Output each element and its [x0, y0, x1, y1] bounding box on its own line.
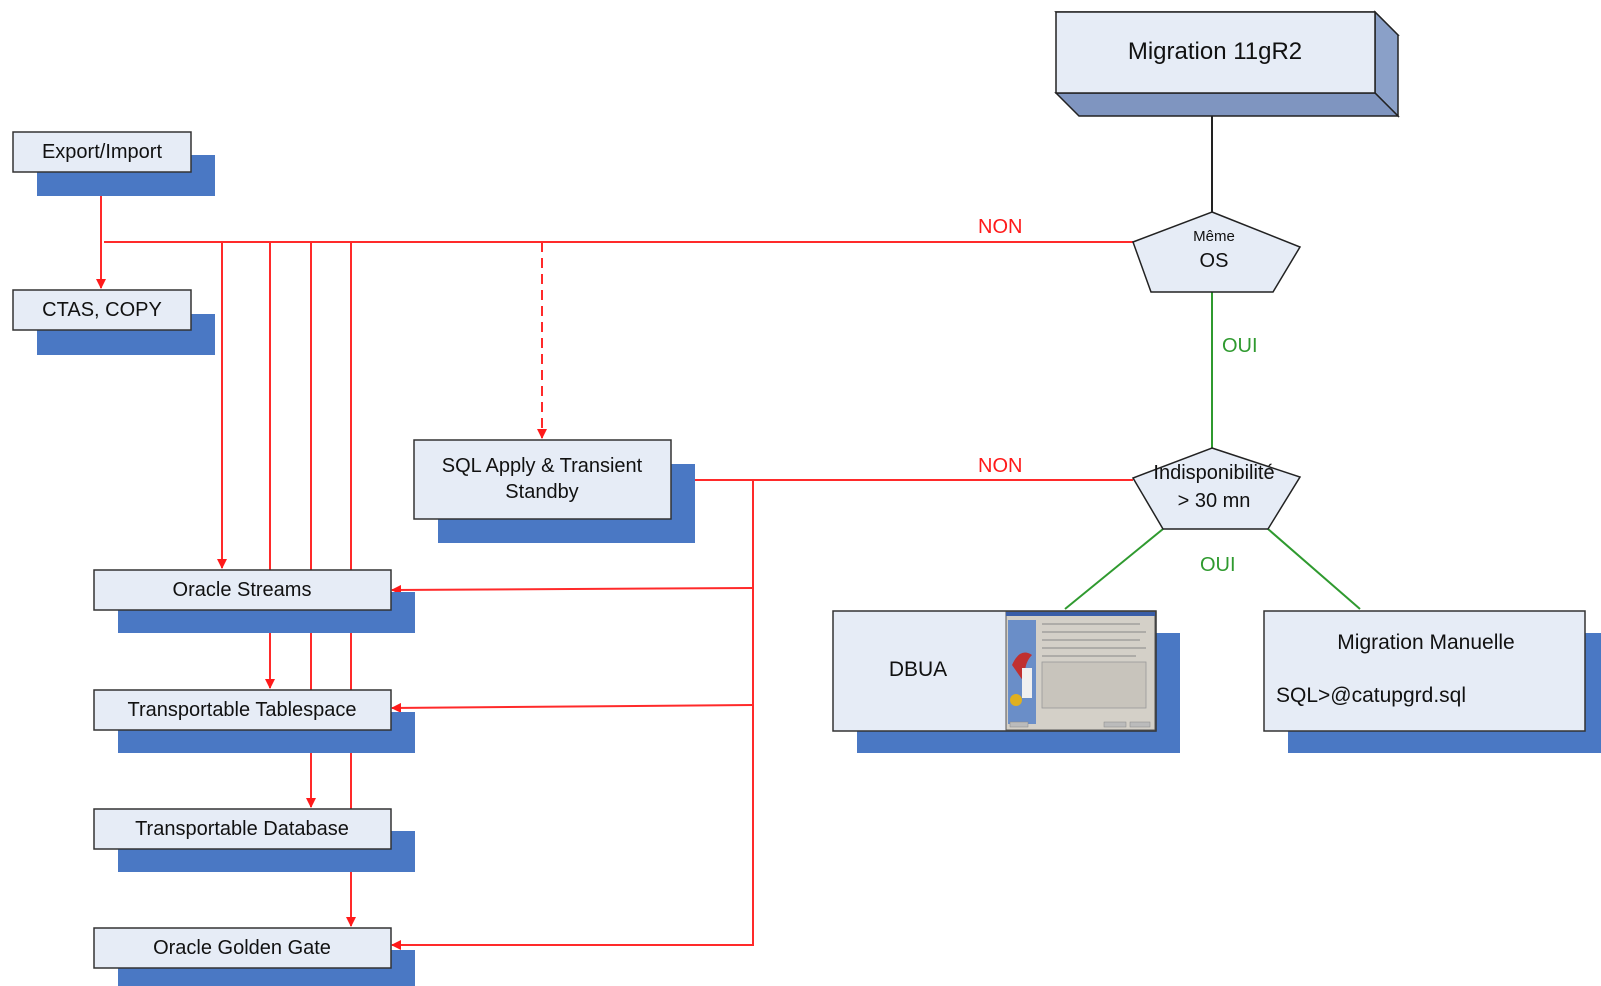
edge-label-oui-top: OUI — [1222, 335, 1258, 357]
decision-same-os-line1: Même — [1193, 228, 1235, 245]
method-manual-migration-title: Migration Manuelle — [1337, 631, 1514, 654]
title-node-bottom-face — [1054, 92, 1400, 117]
connector-bus-right — [391, 480, 754, 950]
decision-same-os-shape — [1132, 211, 1302, 293]
method-transportable-database-label: Transportable Database — [135, 818, 349, 840]
decision-downtime-shape — [1131, 447, 1302, 530]
box — [12, 131, 192, 173]
box — [93, 927, 392, 969]
connector-bus-tablespace — [391, 702, 754, 713]
title-node: Migration 11gR2 — [1054, 10, 1400, 118]
method-dbua-label: DBUA — [889, 658, 947, 681]
method-dbua: DBUA — [832, 610, 1180, 753]
decision-same-os: Même OS — [1132, 211, 1302, 293]
decision-same-os-line2: OS — [1200, 250, 1229, 272]
edge-label-oui-bottom: OUI — [1200, 554, 1236, 576]
box — [12, 289, 192, 331]
method-manual-migration-sql: SQL>@catupgrd.sql — [1276, 684, 1466, 707]
connector-downtime-to-dbua — [1064, 528, 1164, 610]
method-manual-migration: Migration Manuelle SQL>@catupgrd.sql — [1263, 610, 1601, 753]
title-node-label: Migration 11gR2 — [1128, 38, 1302, 65]
method-transportable-tablespace-label: Transportable Tablespace — [127, 699, 356, 721]
method-transportable-database: Transportable Database — [93, 808, 415, 872]
method-sql-apply-line2: Standby — [505, 481, 578, 503]
decision-downtime-line1: Indisponibilité — [1153, 462, 1274, 484]
method-oracle-golden-gate-label: Oracle Golden Gate — [153, 937, 331, 959]
method-ctas-copy-label: CTAS, COPY — [42, 299, 162, 321]
method-export-import-label: Export/Import — [42, 141, 162, 163]
installer-window-icon — [1005, 611, 1156, 731]
method-sql-apply: SQL Apply & Transient Standby — [413, 439, 695, 543]
method-oracle-streams: Oracle Streams — [93, 569, 415, 633]
decision-downtime: Indisponibilité > 30 mn — [1131, 447, 1302, 530]
edge-label-non-top: NON — [978, 216, 1022, 238]
connector-bus-streams — [391, 584, 754, 595]
box — [1263, 610, 1586, 732]
box — [413, 439, 672, 520]
box — [93, 569, 392, 611]
method-ctas-copy: CTAS, COPY — [12, 289, 215, 355]
connector-downtime-to-manual — [1267, 528, 1361, 610]
decision-downtime-line2: > 30 mn — [1178, 490, 1251, 512]
title-node-front-face — [1055, 11, 1376, 94]
method-oracle-golden-gate: Oracle Golden Gate — [93, 927, 415, 986]
box — [93, 808, 392, 850]
method-transportable-tablespace: Transportable Tablespace — [93, 689, 415, 753]
method-sql-apply-line1: SQL Apply & Transient — [442, 455, 643, 477]
edge-label-non-bottom: NON — [978, 455, 1022, 477]
box — [93, 689, 392, 731]
method-export-import: Export/Import — [12, 131, 215, 196]
method-oracle-streams-label: Oracle Streams — [173, 579, 312, 601]
